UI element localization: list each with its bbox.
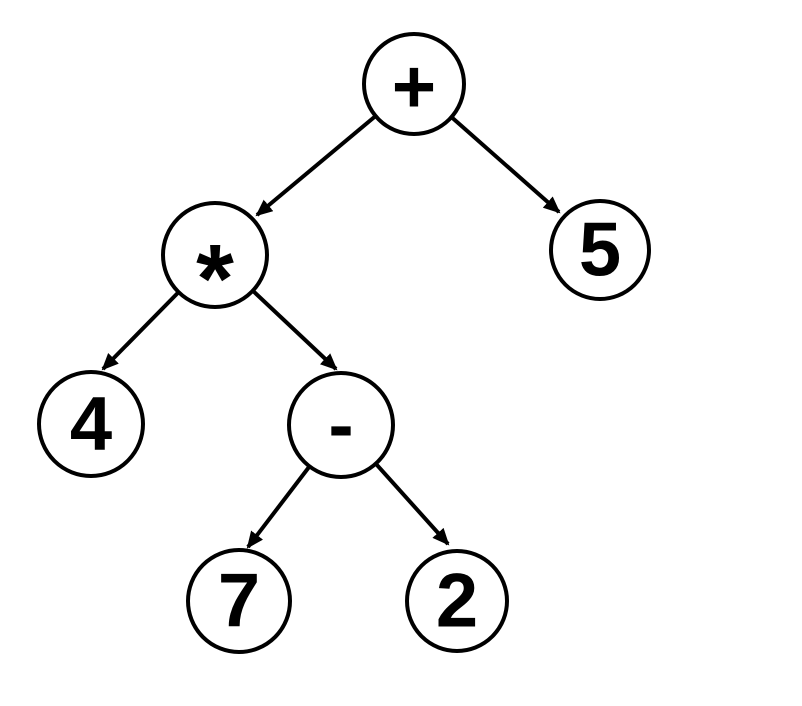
node-circle-plus <box>362 32 466 136</box>
node-label-seven: 7 <box>218 559 260 644</box>
tree-node-four: 4 <box>37 370 145 478</box>
tree-edge-times-four <box>101 290 181 371</box>
tree-edge-times-minus <box>251 289 338 371</box>
tree-node-plus: + <box>362 32 466 136</box>
tree-edge-plus-times <box>255 114 377 217</box>
node-circle-five <box>549 199 651 301</box>
node-circle-four <box>37 370 145 478</box>
node-label-minus: - <box>328 383 353 468</box>
tree-node-times: * <box>161 201 269 333</box>
tree-edge-minus-seven <box>246 465 312 549</box>
tree-node-minus: - <box>287 371 395 479</box>
tree-edge-minus-two <box>374 462 450 546</box>
tree-edge-plus-five <box>450 115 561 214</box>
node-label-times: * <box>196 224 234 333</box>
node-circle-two <box>405 549 509 653</box>
tree-node-two: 2 <box>405 549 509 653</box>
node-label-plus: + <box>392 45 436 130</box>
node-circle-times <box>161 201 269 309</box>
node-circle-seven <box>186 548 292 654</box>
tree-node-five: 5 <box>549 199 651 301</box>
node-label-four: 4 <box>70 382 112 467</box>
node-label-five: 5 <box>579 208 621 293</box>
tree-node-seven: 7 <box>186 548 292 654</box>
node-circle-minus <box>287 371 395 479</box>
node-label-two: 2 <box>436 559 478 644</box>
